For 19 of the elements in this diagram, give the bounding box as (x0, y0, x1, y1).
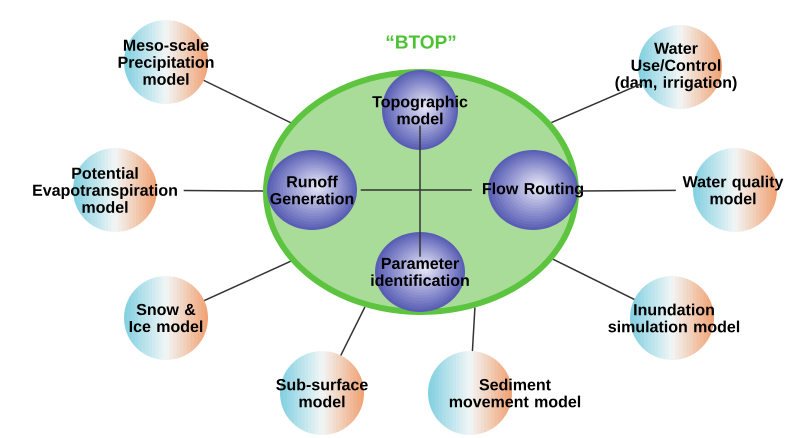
node-label: Water Use/Control (dam, irrigation) (615, 42, 737, 92)
connector-line (552, 258, 635, 300)
connector-line (578, 190, 676, 192)
node-label: Sub-surface model (276, 378, 368, 408)
node-label: Water quality model (682, 176, 784, 204)
title: “BTOP” (386, 35, 456, 49)
connector-line (340, 306, 366, 356)
connector-line (203, 80, 291, 124)
connector-line (419, 126, 421, 257)
node-label: Meso-scale Precipitation model (118, 39, 214, 85)
connector-line (551, 83, 642, 124)
connector-line (204, 260, 291, 302)
connector-line (184, 190, 264, 192)
connector-line (360, 189, 472, 191)
node-label: Snow & Ice model (130, 304, 202, 332)
node-label: Potential Evapotranspiration model (33, 167, 177, 213)
connector-line (472, 308, 476, 352)
node-label: Sediment movement model (450, 378, 580, 408)
node-label: Inundation simulation model (608, 304, 740, 332)
